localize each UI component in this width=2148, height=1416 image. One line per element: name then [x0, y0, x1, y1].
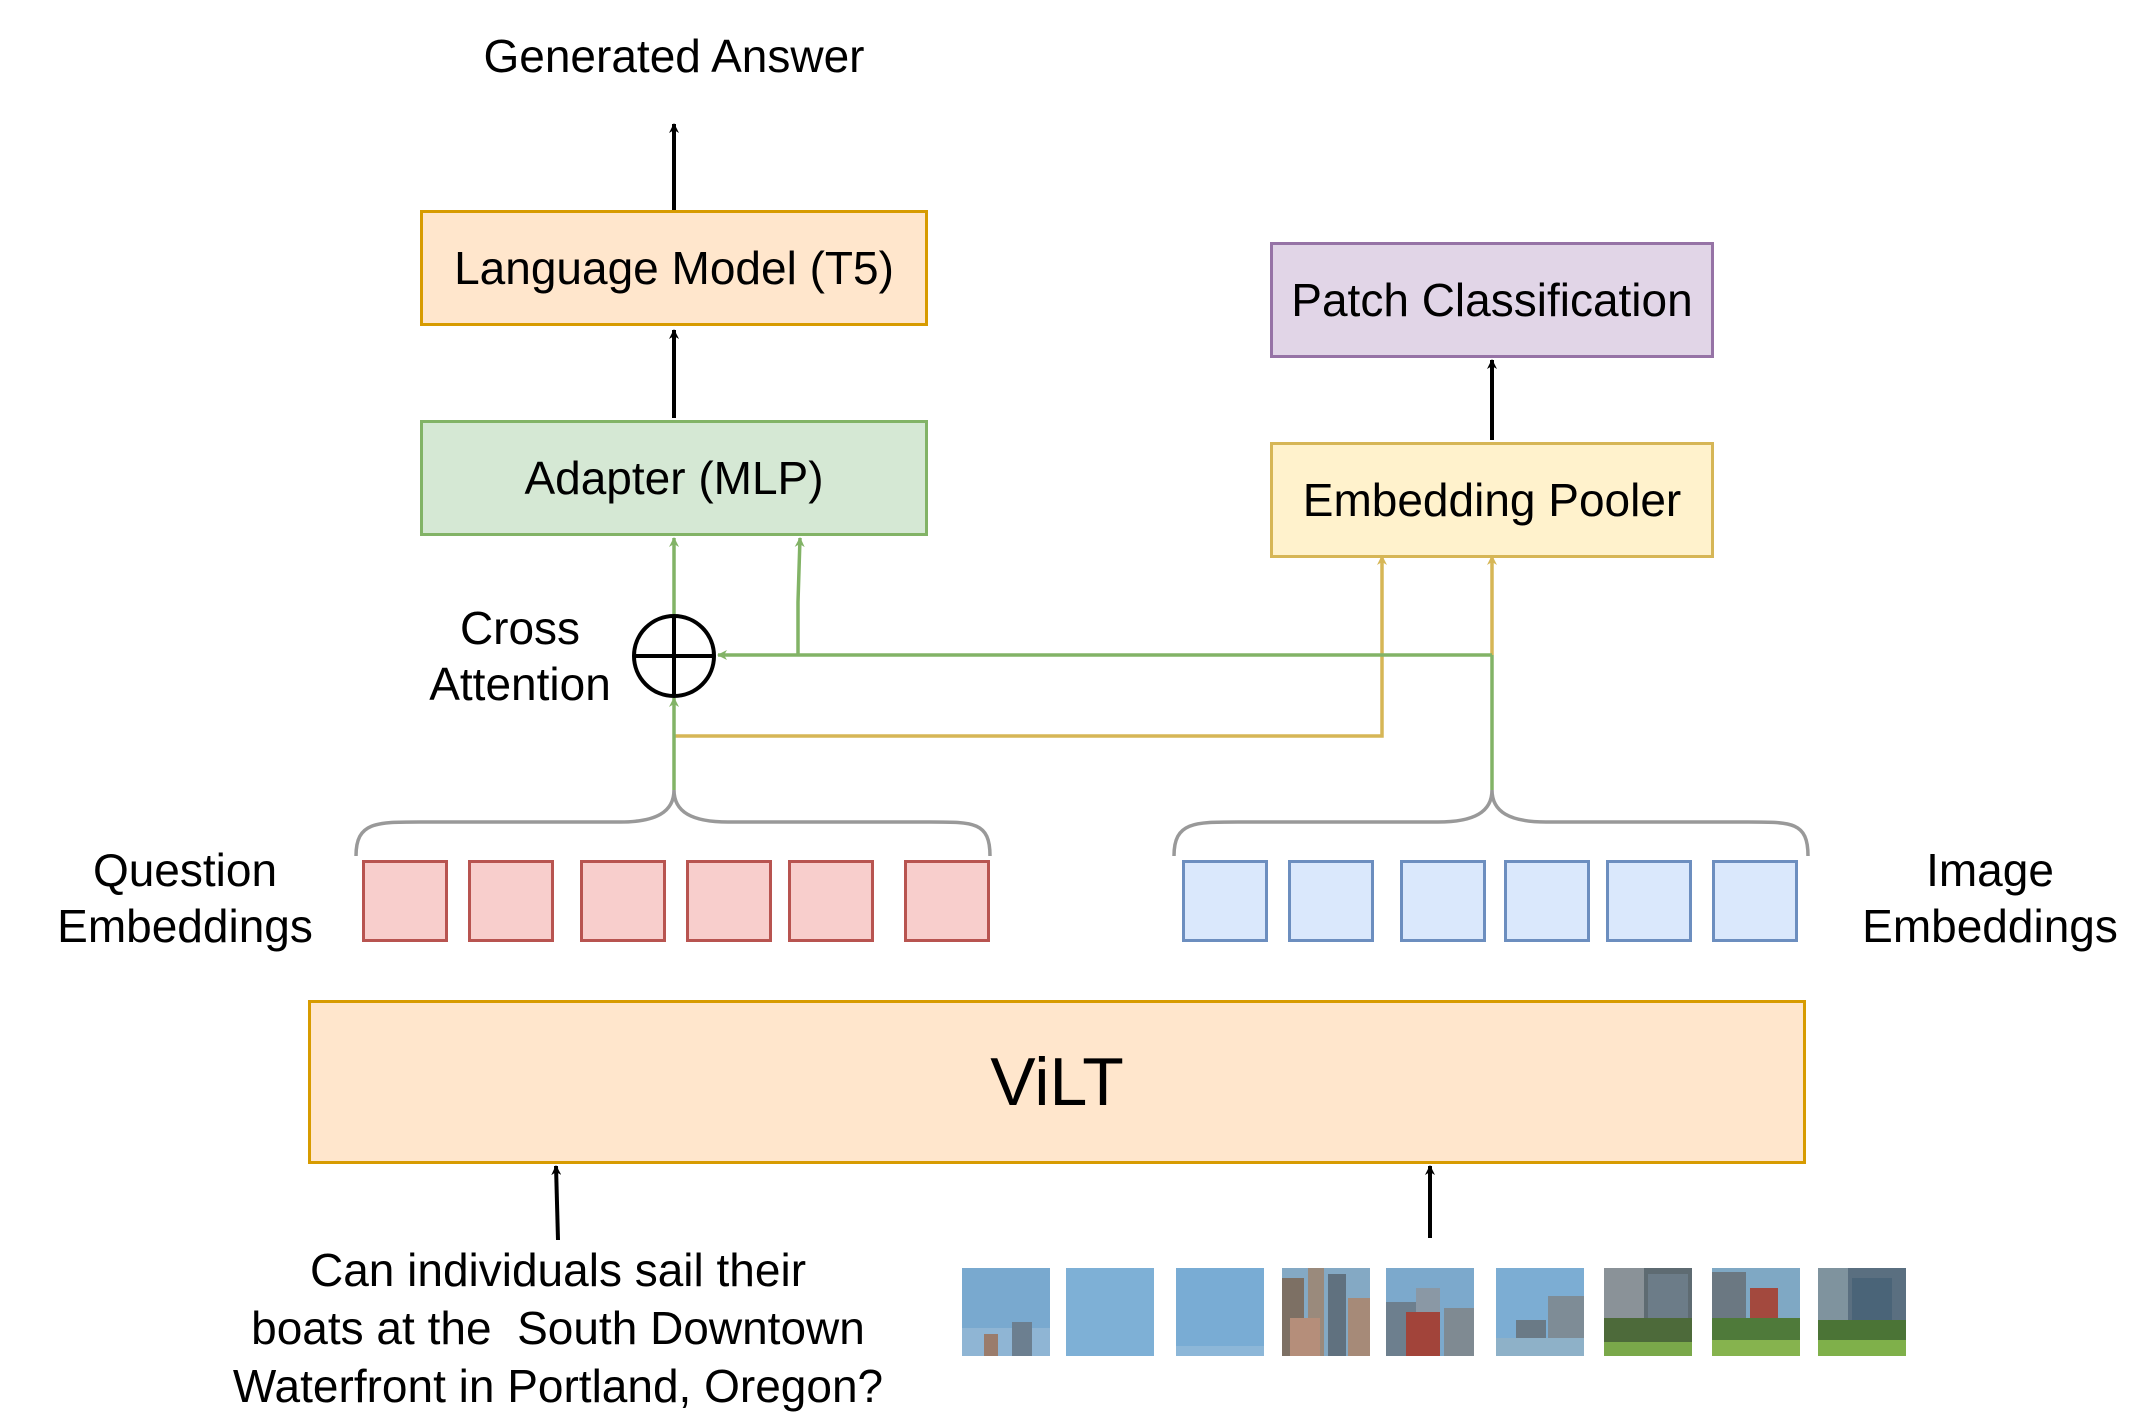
image-embeddings-line-2: Embeddings: [1862, 900, 2118, 953]
image-patch: [1176, 1268, 1264, 1356]
generated-answer-label: Generated Answer: [483, 30, 865, 82]
patch-classification-box: Patch Classification: [1270, 242, 1714, 358]
yellow-question-to-pooler: [674, 555, 1387, 738]
image-patch: [1604, 1268, 1692, 1356]
image-embeddings-brace: [1172, 789, 1810, 857]
embedding-pooler-label: Embedding Pooler: [1302, 474, 1682, 526]
question-embeddings-label: Question Embeddings: [30, 842, 340, 954]
cross-attention-label: Cross Attention: [400, 600, 640, 712]
question-text-line-3: Waterfront in Portland, Oregon?: [232, 1359, 884, 1412]
image-embedding-token: [1504, 860, 1590, 942]
image-patch: [1496, 1268, 1584, 1356]
embedding-pooler-box: Embedding Pooler: [1270, 442, 1714, 558]
cross-attention-line-2: Attention: [429, 658, 611, 711]
language-model-box: Language Model (T5): [420, 210, 928, 326]
question-embeddings-line-1: Question: [92, 844, 278, 896]
question-text: Can individuals sail their boats at the …: [188, 1242, 928, 1416]
image-patch: [1386, 1268, 1474, 1356]
image-embedding-token: [1712, 860, 1798, 942]
image-embeddings-line-1: Image: [1926, 844, 2054, 896]
image-patch: [962, 1268, 1050, 1356]
image-patch: [1818, 1268, 1906, 1356]
question-embedding-token: [788, 860, 874, 942]
image-patch: [1066, 1268, 1154, 1356]
adapter-label: Adapter (MLP): [524, 452, 824, 504]
image-embedding-token: [1288, 860, 1374, 942]
image-embeddings-label: Image Embeddings: [1840, 842, 2140, 954]
image-patch: [1282, 1268, 1370, 1356]
cross-attention-icon: [632, 614, 716, 698]
adapter-box: Adapter (MLP): [420, 420, 928, 536]
language-model-label: Language Model (T5): [454, 242, 894, 294]
question-embedding-token: [904, 860, 990, 942]
vilt-label: ViLT: [990, 1044, 1124, 1120]
image-embedding-token: [1606, 860, 1692, 942]
arrow-question-to-vilt: [551, 1165, 562, 1241]
question-embeddings-brace: [354, 789, 992, 857]
question-embedding-token: [362, 860, 448, 942]
cross-attention-line-1: Cross: [459, 602, 581, 654]
question-embedding-token: [468, 860, 554, 942]
vilt-box: ViLT: [308, 1000, 1806, 1164]
image-patch: [1712, 1268, 1800, 1356]
question-text-line-1: Can individuals sail their: [309, 1244, 807, 1296]
image-embedding-token: [1400, 860, 1486, 942]
question-text-line-2: boats at the South Downtown: [251, 1301, 865, 1354]
image-embedding-token: [1182, 860, 1268, 942]
patch-classification-label: Patch Classification: [1291, 274, 1693, 326]
question-embeddings-line-2: Embeddings: [57, 900, 313, 953]
question-embedding-token: [686, 860, 772, 942]
question-embedding-token: [580, 860, 666, 942]
green-image-to-adapter: [794, 537, 805, 655]
